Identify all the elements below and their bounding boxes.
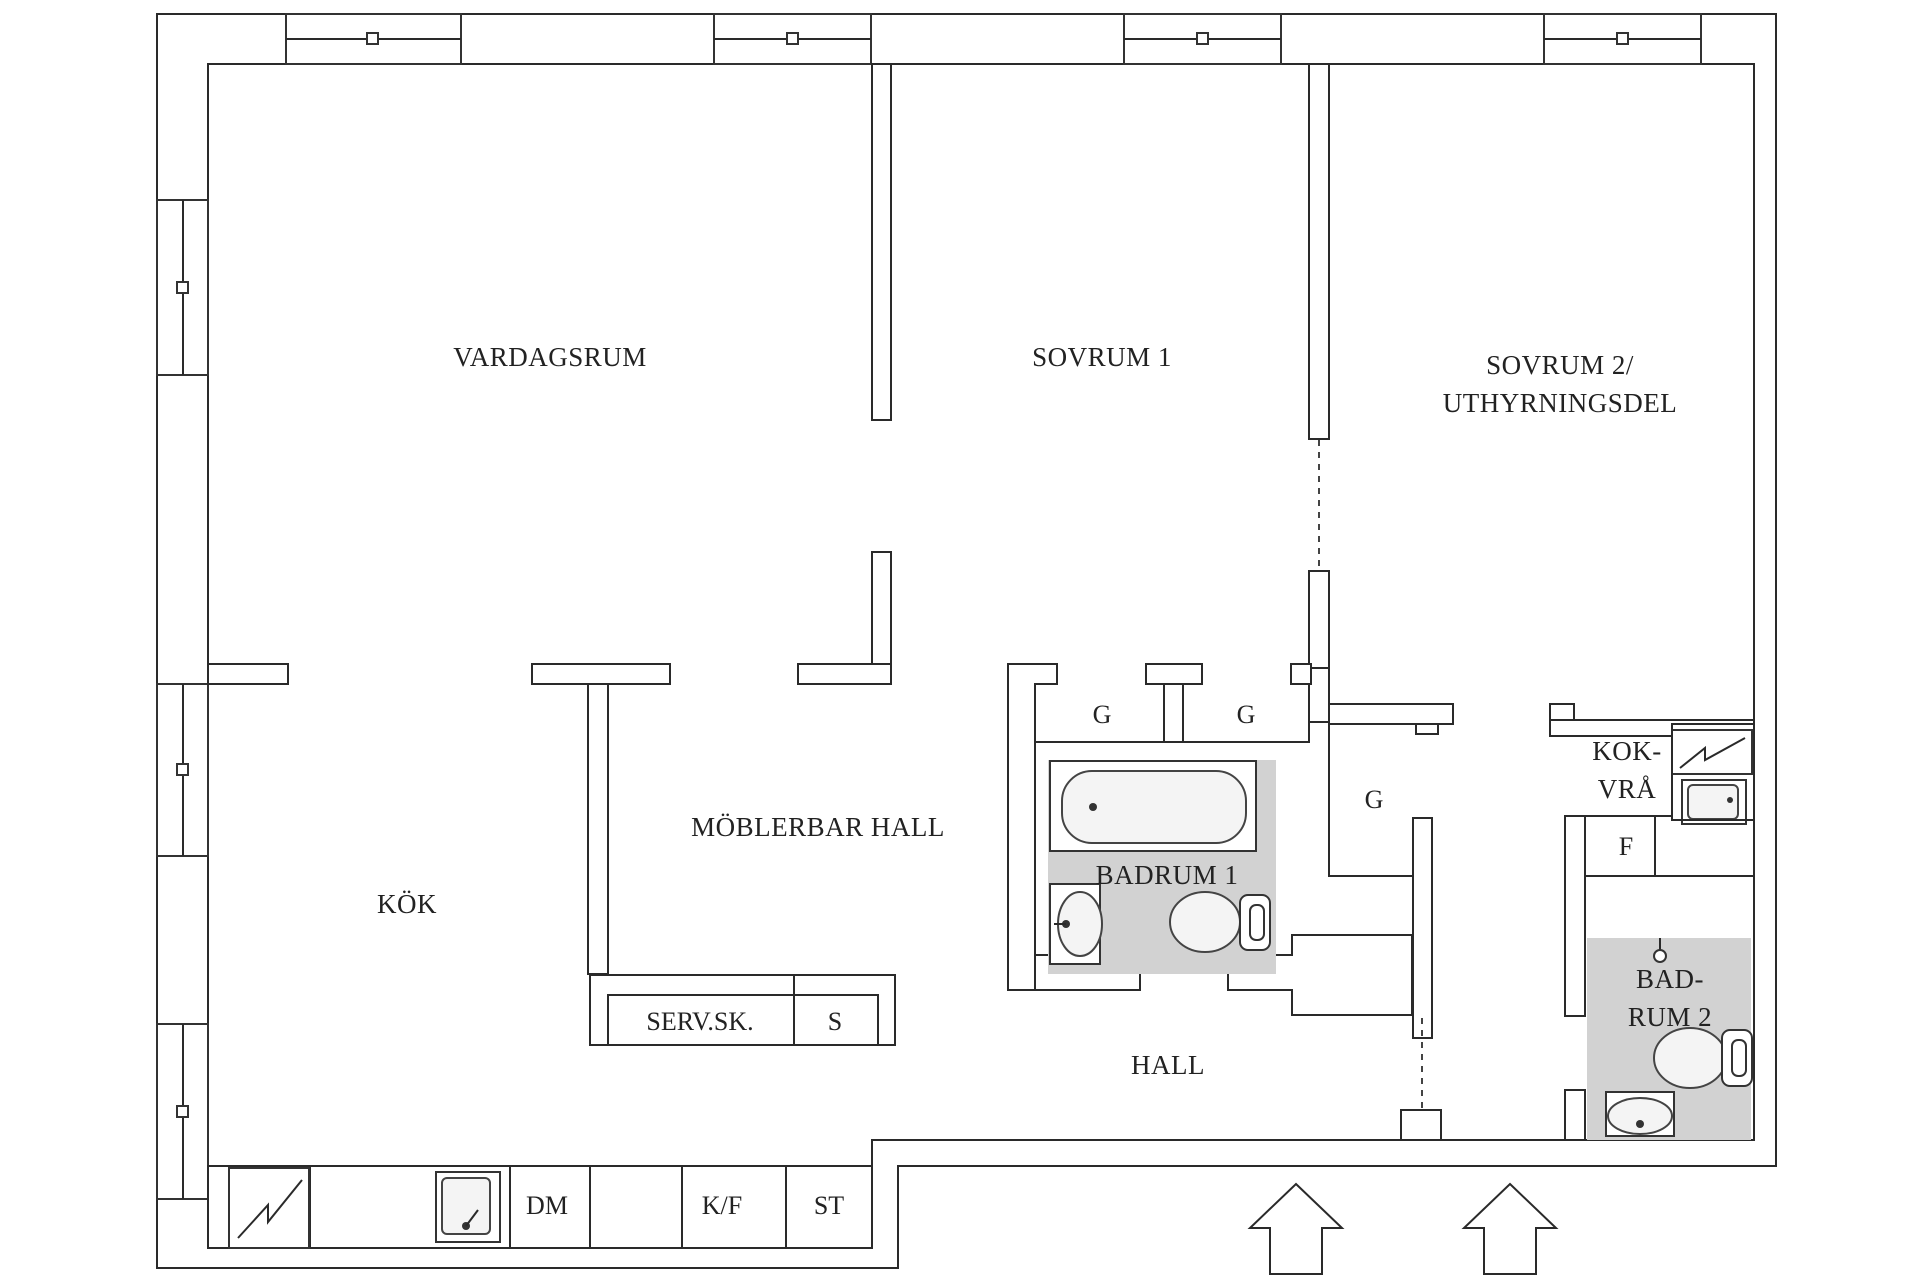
room-labels: VARDAGSRUM SOVRUM 1 SOVRUM 2/ UTHYRNINGS… xyxy=(377,342,1712,1080)
sink-icon xyxy=(435,1171,501,1243)
fridge-label: F xyxy=(1619,832,1633,861)
storage-label: ST xyxy=(814,1191,844,1220)
storage-labels: G G G SERV.SK. S F DM K/F ST xyxy=(526,700,1633,1220)
room-label-kokvra-2: VRÅ xyxy=(1598,774,1657,804)
room-label-badrum1: BADRUM 1 xyxy=(1096,860,1239,890)
room-label-kokvra: KOK- xyxy=(1592,736,1662,766)
door-openings xyxy=(1318,440,1423,1108)
window-top-1 xyxy=(285,13,462,65)
closet-label: G xyxy=(1365,785,1384,814)
room-label-moblerbar-hall: MÖBLERBAR HALL xyxy=(691,812,945,842)
closet-label: G xyxy=(1237,700,1256,729)
room-label-vardagsrum: VARDAGSRUM xyxy=(453,342,647,372)
room-label-badrum2: BAD- xyxy=(1636,964,1704,994)
room-label-uthyrningsdel: UTHYRNINGSDEL xyxy=(1443,388,1677,418)
window-left-3 xyxy=(156,1023,209,1200)
toilet-icon xyxy=(1169,891,1271,953)
exterior-wall xyxy=(156,13,1777,1269)
window-top-3 xyxy=(1123,13,1282,65)
sink-icon xyxy=(1681,779,1747,825)
window-top-4 xyxy=(1543,13,1702,65)
service-cabinet-label: SERV.SK. xyxy=(646,1007,753,1036)
closet-label: G xyxy=(1093,700,1112,729)
exterior-walls xyxy=(156,13,1777,1269)
room-label-sovrum2: SOVRUM 2/ xyxy=(1486,350,1634,380)
window-left-1 xyxy=(156,199,209,376)
shower-icon xyxy=(1653,938,1667,963)
bathtub-icon xyxy=(1049,760,1257,852)
fridge-freezer-label: K/F xyxy=(702,1191,742,1220)
toilet-icon xyxy=(1653,1027,1753,1089)
sink-icon xyxy=(1049,883,1103,965)
stove-icon xyxy=(1671,729,1753,775)
room-label-hall: HALL xyxy=(1131,1050,1205,1080)
room-label-sovrum1: SOVRUM 1 xyxy=(1032,342,1172,372)
stove-icon xyxy=(228,1167,310,1249)
entrance-arrow-icon xyxy=(1247,1182,1345,1275)
entrance-arrow-icon xyxy=(1461,1182,1559,1275)
room-label-badrum2-2: RUM 2 xyxy=(1628,1002,1712,1032)
room-label-kok: KÖK xyxy=(377,889,437,919)
interior-walls xyxy=(207,63,1755,1141)
window-top-2 xyxy=(713,13,872,65)
sink-icon xyxy=(1605,1091,1675,1137)
window-left-2 xyxy=(156,683,209,857)
windows xyxy=(156,13,1702,1200)
storage-label: S xyxy=(828,1007,842,1036)
kitchenette-counter xyxy=(1565,723,1755,877)
dishwasher-label: DM xyxy=(526,1191,568,1220)
